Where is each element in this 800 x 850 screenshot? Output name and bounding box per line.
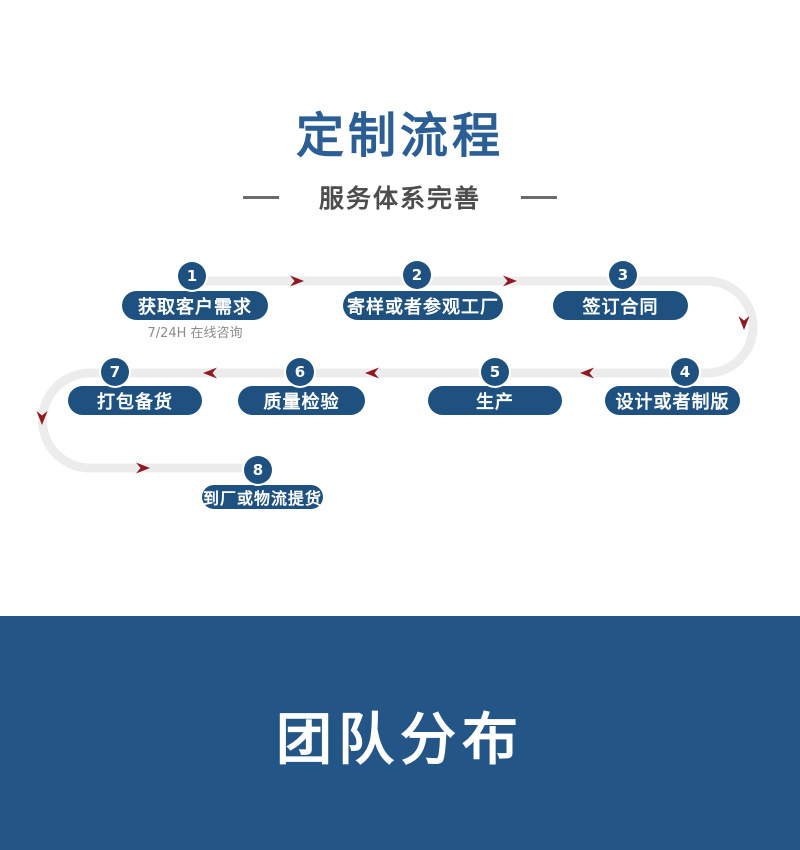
step-1-badge: 1 (178, 262, 206, 290)
step-7-badge: 7 (101, 358, 129, 386)
team-section-title: 团队分布 (276, 707, 524, 773)
subtitle-left-dash (242, 195, 279, 199)
step-1-note: 7/24H 在线咨询 (147, 326, 243, 341)
arrow-left-2-icon (365, 367, 379, 379)
step-6-pill: 质量检验 (238, 386, 365, 415)
step-1-pill: 获取客户需求 (122, 291, 268, 320)
step-7-pill: 打包备货 (68, 386, 202, 415)
arrow-left-3-icon (203, 367, 217, 379)
step-3-badge: 3 (609, 261, 637, 289)
step-6-badge: 6 (286, 358, 314, 386)
page-subtitle: 服务体系完善 (318, 184, 481, 213)
step-8-badge: 8 (244, 456, 272, 484)
step-2-pill: 寄样或者参观工厂 (343, 291, 503, 320)
team-distribution-section: 团队分布 (0, 616, 800, 850)
subtitle-right-dash (521, 195, 557, 199)
step-5-pill: 生产 (428, 386, 562, 415)
step-2-badge: 2 (403, 261, 431, 289)
arrow-down-right-curve-icon (738, 316, 750, 330)
subtitle-row: 服务体系完善 (0, 183, 800, 213)
step-8-pill: 到厂或物流提货 (202, 485, 323, 509)
step-4-pill: 设计或者制版 (605, 386, 740, 415)
arrow-right-1-icon (290, 275, 304, 287)
step-3-pill: 签订合同 (553, 291, 688, 320)
step-4-badge: 4 (671, 358, 699, 386)
arrow-left-1-icon (580, 367, 594, 379)
arrow-right-2-icon (503, 275, 517, 287)
arrow-right-3-icon (136, 462, 150, 474)
step-5-badge: 5 (481, 358, 509, 386)
arrow-down-left-curve-icon (36, 411, 48, 425)
page-title: 定制流程 (295, 108, 504, 164)
